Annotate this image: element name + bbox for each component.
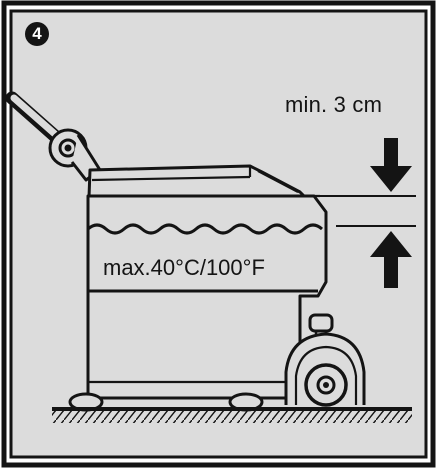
latch-box xyxy=(308,313,334,333)
step-number-badge: 4 xyxy=(25,22,49,46)
floor-hatching xyxy=(52,411,412,423)
water-tank xyxy=(86,194,328,400)
arrow-up-icon xyxy=(370,231,412,288)
temperature-label: max.40°C/100°F xyxy=(103,255,265,280)
arrow-down-icon xyxy=(370,138,412,192)
clearance-label: min. 3 cm xyxy=(285,92,383,117)
water-level-wave xyxy=(87,223,323,235)
